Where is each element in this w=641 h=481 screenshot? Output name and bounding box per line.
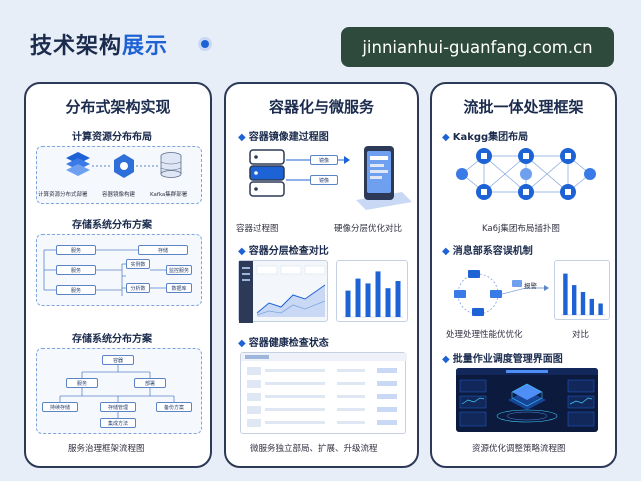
storage-service-box-3: 服务 (56, 285, 96, 295)
governance-node-7: 集成方法 (100, 418, 136, 428)
panel2-section2-title: ◆容器分层检查对比 (238, 242, 329, 257)
governance-caption: 服务治理框架流程图 (68, 444, 145, 454)
fault-tolerance-diagram (454, 270, 549, 316)
governance-node-6: 备份方案 (156, 402, 192, 412)
image-build-caption-right: 硬像分层优化对比 (334, 224, 403, 234)
scheduler-dashboard (456, 368, 598, 432)
panel2-section2-title-text: 容器分层检查对比 (248, 246, 329, 257)
image-tag-1: 镜像 (310, 155, 338, 165)
storage-target-box-3: 监控服务 (166, 265, 192, 275)
panel1-section3-title: 存储系统分布方案 (72, 334, 152, 345)
cluster-node-icons (456, 148, 596, 200)
panel3-section3-title: ◆批量作业调度管理界面图 (442, 350, 563, 365)
fault-caption-right: 对比 (572, 330, 590, 340)
bullet-icon: ◆ (238, 338, 246, 349)
layer-check-dashboard (238, 260, 328, 323)
page-title: 技术架构展示 (30, 28, 168, 60)
panel-distributed-architecture: 分布式架构实现 计算资源分布布局 计算资源分布式部署 容器镜像构建 Kafka集 (24, 82, 212, 468)
compute-layout-diagram (66, 152, 182, 178)
image-tag-2: 镜像 (310, 175, 338, 185)
layer-bar-3 (365, 283, 371, 317)
dashboard-area-chart (239, 261, 326, 323)
governance-node-3: 部署 (134, 378, 166, 388)
governance-node-4: 持续存储 (42, 402, 78, 412)
throughput-bars (561, 273, 605, 316)
image-build-diagram (249, 146, 412, 210)
storage-flow-lines (43, 249, 166, 296)
bullet-icon: ◆ (238, 132, 246, 143)
layer-bar-5 (385, 288, 391, 317)
phone-device-icon (356, 146, 412, 210)
panel3-section3-title-text: 批量作业调度管理界面图 (452, 354, 563, 365)
governance-node-1: 容器 (102, 355, 134, 365)
storage-target-box-2: 实例数 (126, 259, 150, 269)
panel2-section3-title-text: 容器健康检查状态 (248, 338, 329, 349)
cluster-topology-caption: Ka6j集团布局插扑图 (482, 224, 560, 234)
bullet-icon: ◆ (442, 132, 450, 143)
panel2-section1-title: ◆容器镜像建过程图 (238, 128, 329, 143)
compute-node-label-3: Kafka集群部署 (150, 192, 188, 198)
layer-compare-chart (336, 260, 408, 322)
scheduler-caption: 资源优化调整策略流程图 (472, 444, 566, 454)
layers-icon (66, 152, 90, 176)
cluster-topology-diagram (456, 148, 596, 200)
panel3-section1-title: ◆Kakgg集团布局 (442, 128, 528, 143)
compute-node-label-1: 计算资源分布式部署 (38, 192, 88, 198)
layer-bar-2 (355, 278, 361, 317)
watermark-badge: jinnianhui-guanfang.com.cn (341, 27, 614, 67)
title-dot-icon (201, 40, 209, 48)
panel3-section2-title-text: 消息部系容误机制 (452, 246, 533, 257)
panel1-title: 分布式架构实现 (65, 98, 171, 116)
health-check-caption: 微服务独立部局、扩展、升级流程 (250, 444, 378, 454)
throughput-bar-4 (589, 298, 594, 315)
panel3-section2-title: ◆消息部系容误机制 (442, 242, 533, 257)
title-accent: 展示 (122, 34, 169, 59)
bullet-icon: ◆ (442, 354, 450, 365)
panel-stream-batch: 流批一体处理框架 ◆Kakgg集团布局 Ka6j集团布局插扑图 ◆消息部系容误机… (430, 82, 617, 468)
storage-target-box-5: 数据库 (166, 283, 192, 293)
fault-caption-left: 处理处理性能优优化 (446, 330, 523, 340)
throughput-chart (554, 260, 610, 320)
alert-label: 报警 (524, 282, 537, 290)
storage-service-box-1: 服务 (56, 245, 96, 255)
storage-service-box-2: 服务 (56, 265, 96, 275)
database-icon (160, 152, 182, 178)
scheduler-dashboard-graphic (456, 368, 598, 427)
panel2-section1-title-text: 容器镜像建过程图 (248, 132, 329, 143)
panel3-section1-title-text: Kakgg集团布局 (452, 132, 529, 143)
panel1-section1-title: 计算资源分布布局 (72, 132, 152, 143)
compute-node-label-2: 容器镜像构建 (102, 192, 136, 198)
hexagon-node-icon (114, 154, 134, 178)
image-build-caption-left: 容器过程图 (236, 224, 279, 234)
throughput-bar-1 (563, 273, 568, 315)
server-stack-icon (249, 149, 285, 197)
layer-bar-6 (395, 281, 401, 317)
layer-compare-bars (343, 271, 403, 318)
layer-bar-4 (375, 271, 381, 317)
panel1-section2-title: 存储系统分布方案 (72, 220, 152, 231)
governance-node-2: 服务 (66, 378, 98, 388)
storage-target-box-4: 分析数 (126, 283, 150, 293)
governance-tree-lines (59, 365, 175, 418)
throughput-bar-3 (580, 292, 586, 315)
title-main: 技术架构 (30, 34, 123, 59)
throughput-bar-2 (572, 285, 577, 315)
throughput-bar-5 (598, 303, 603, 315)
panel2-section3-title: ◆容器健康检查状态 (238, 334, 329, 349)
storage-target-box-1: 存储 (138, 245, 188, 255)
layer-bar-1 (345, 290, 351, 317)
health-check-table (240, 352, 407, 434)
health-check-rows (241, 353, 407, 427)
governance-node-5: 存储管理 (100, 402, 136, 412)
bullet-icon: ◆ (442, 246, 450, 257)
panel2-title: 容器化与微服务 (268, 98, 374, 116)
panel-containerization: 容器化与微服务 ◆容器镜像建过程图 镜像 镜像 容器过程图 硬像分层优化对比 ◆… (224, 82, 419, 468)
bullet-icon: ◆ (238, 246, 246, 257)
panel3-title: 流批一体处理框架 (463, 98, 584, 116)
